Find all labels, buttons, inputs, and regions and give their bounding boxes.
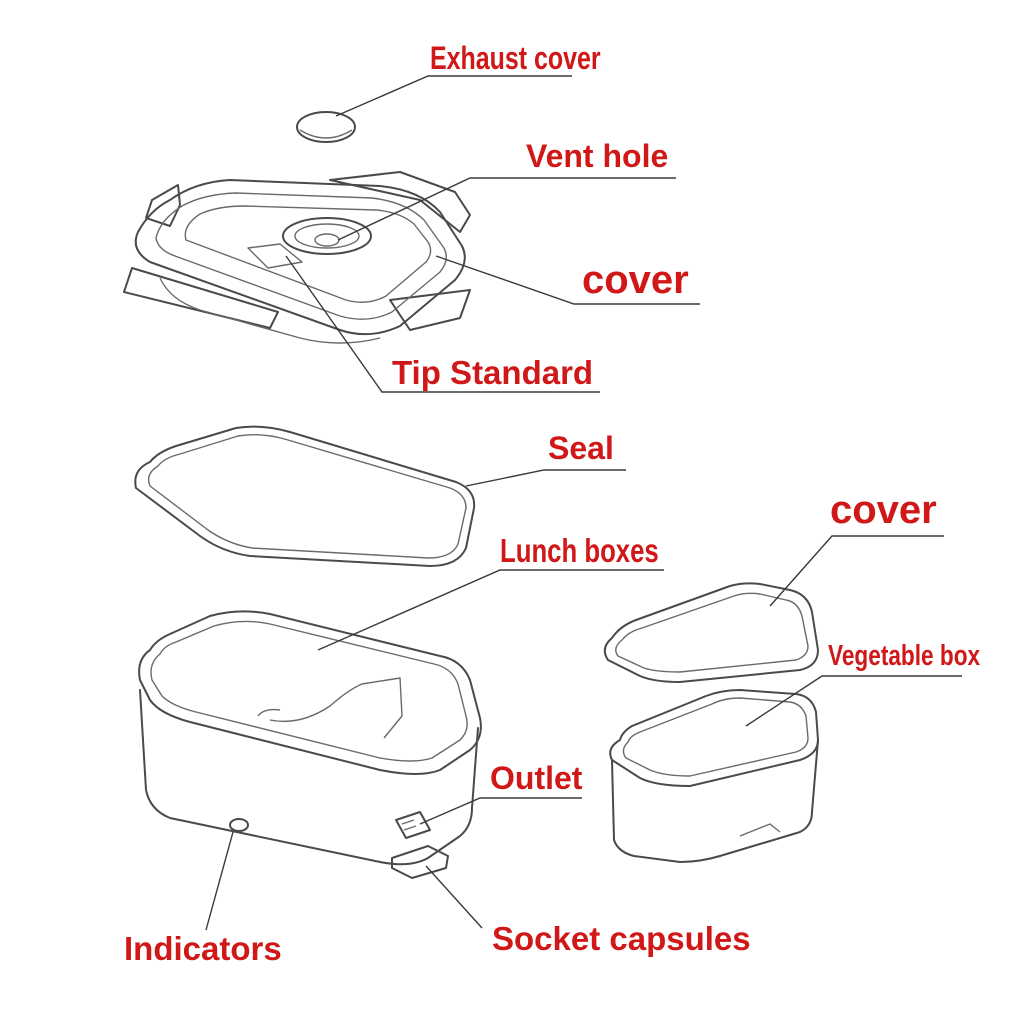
label-indicators: Indicators [124, 930, 282, 967]
label-tip-standard: Tip Standard [392, 354, 594, 391]
label-vegetable-box: Vegetable box [828, 640, 981, 672]
small-cover-part [603, 582, 819, 683]
leader-lines [205, 75, 962, 931]
vegetable-box-part [609, 689, 819, 863]
label-cover-small: cover [830, 488, 937, 532]
seal-part [134, 425, 476, 567]
label-cover-main: cover [582, 258, 689, 302]
label-socket-capsules: Socket capsules [492, 920, 751, 957]
exhaust-cover-part [296, 111, 356, 143]
label-seal: Seal [548, 430, 614, 466]
label-exhaust-cover: Exhaust cover [430, 40, 601, 76]
lunch-box-part [138, 610, 482, 879]
label-lunch-boxes: Lunch boxes [500, 532, 659, 569]
label-outlet: Outlet [490, 760, 583, 796]
main-cover-part [123, 171, 471, 344]
label-vent-hole: Vent hole [526, 138, 669, 174]
